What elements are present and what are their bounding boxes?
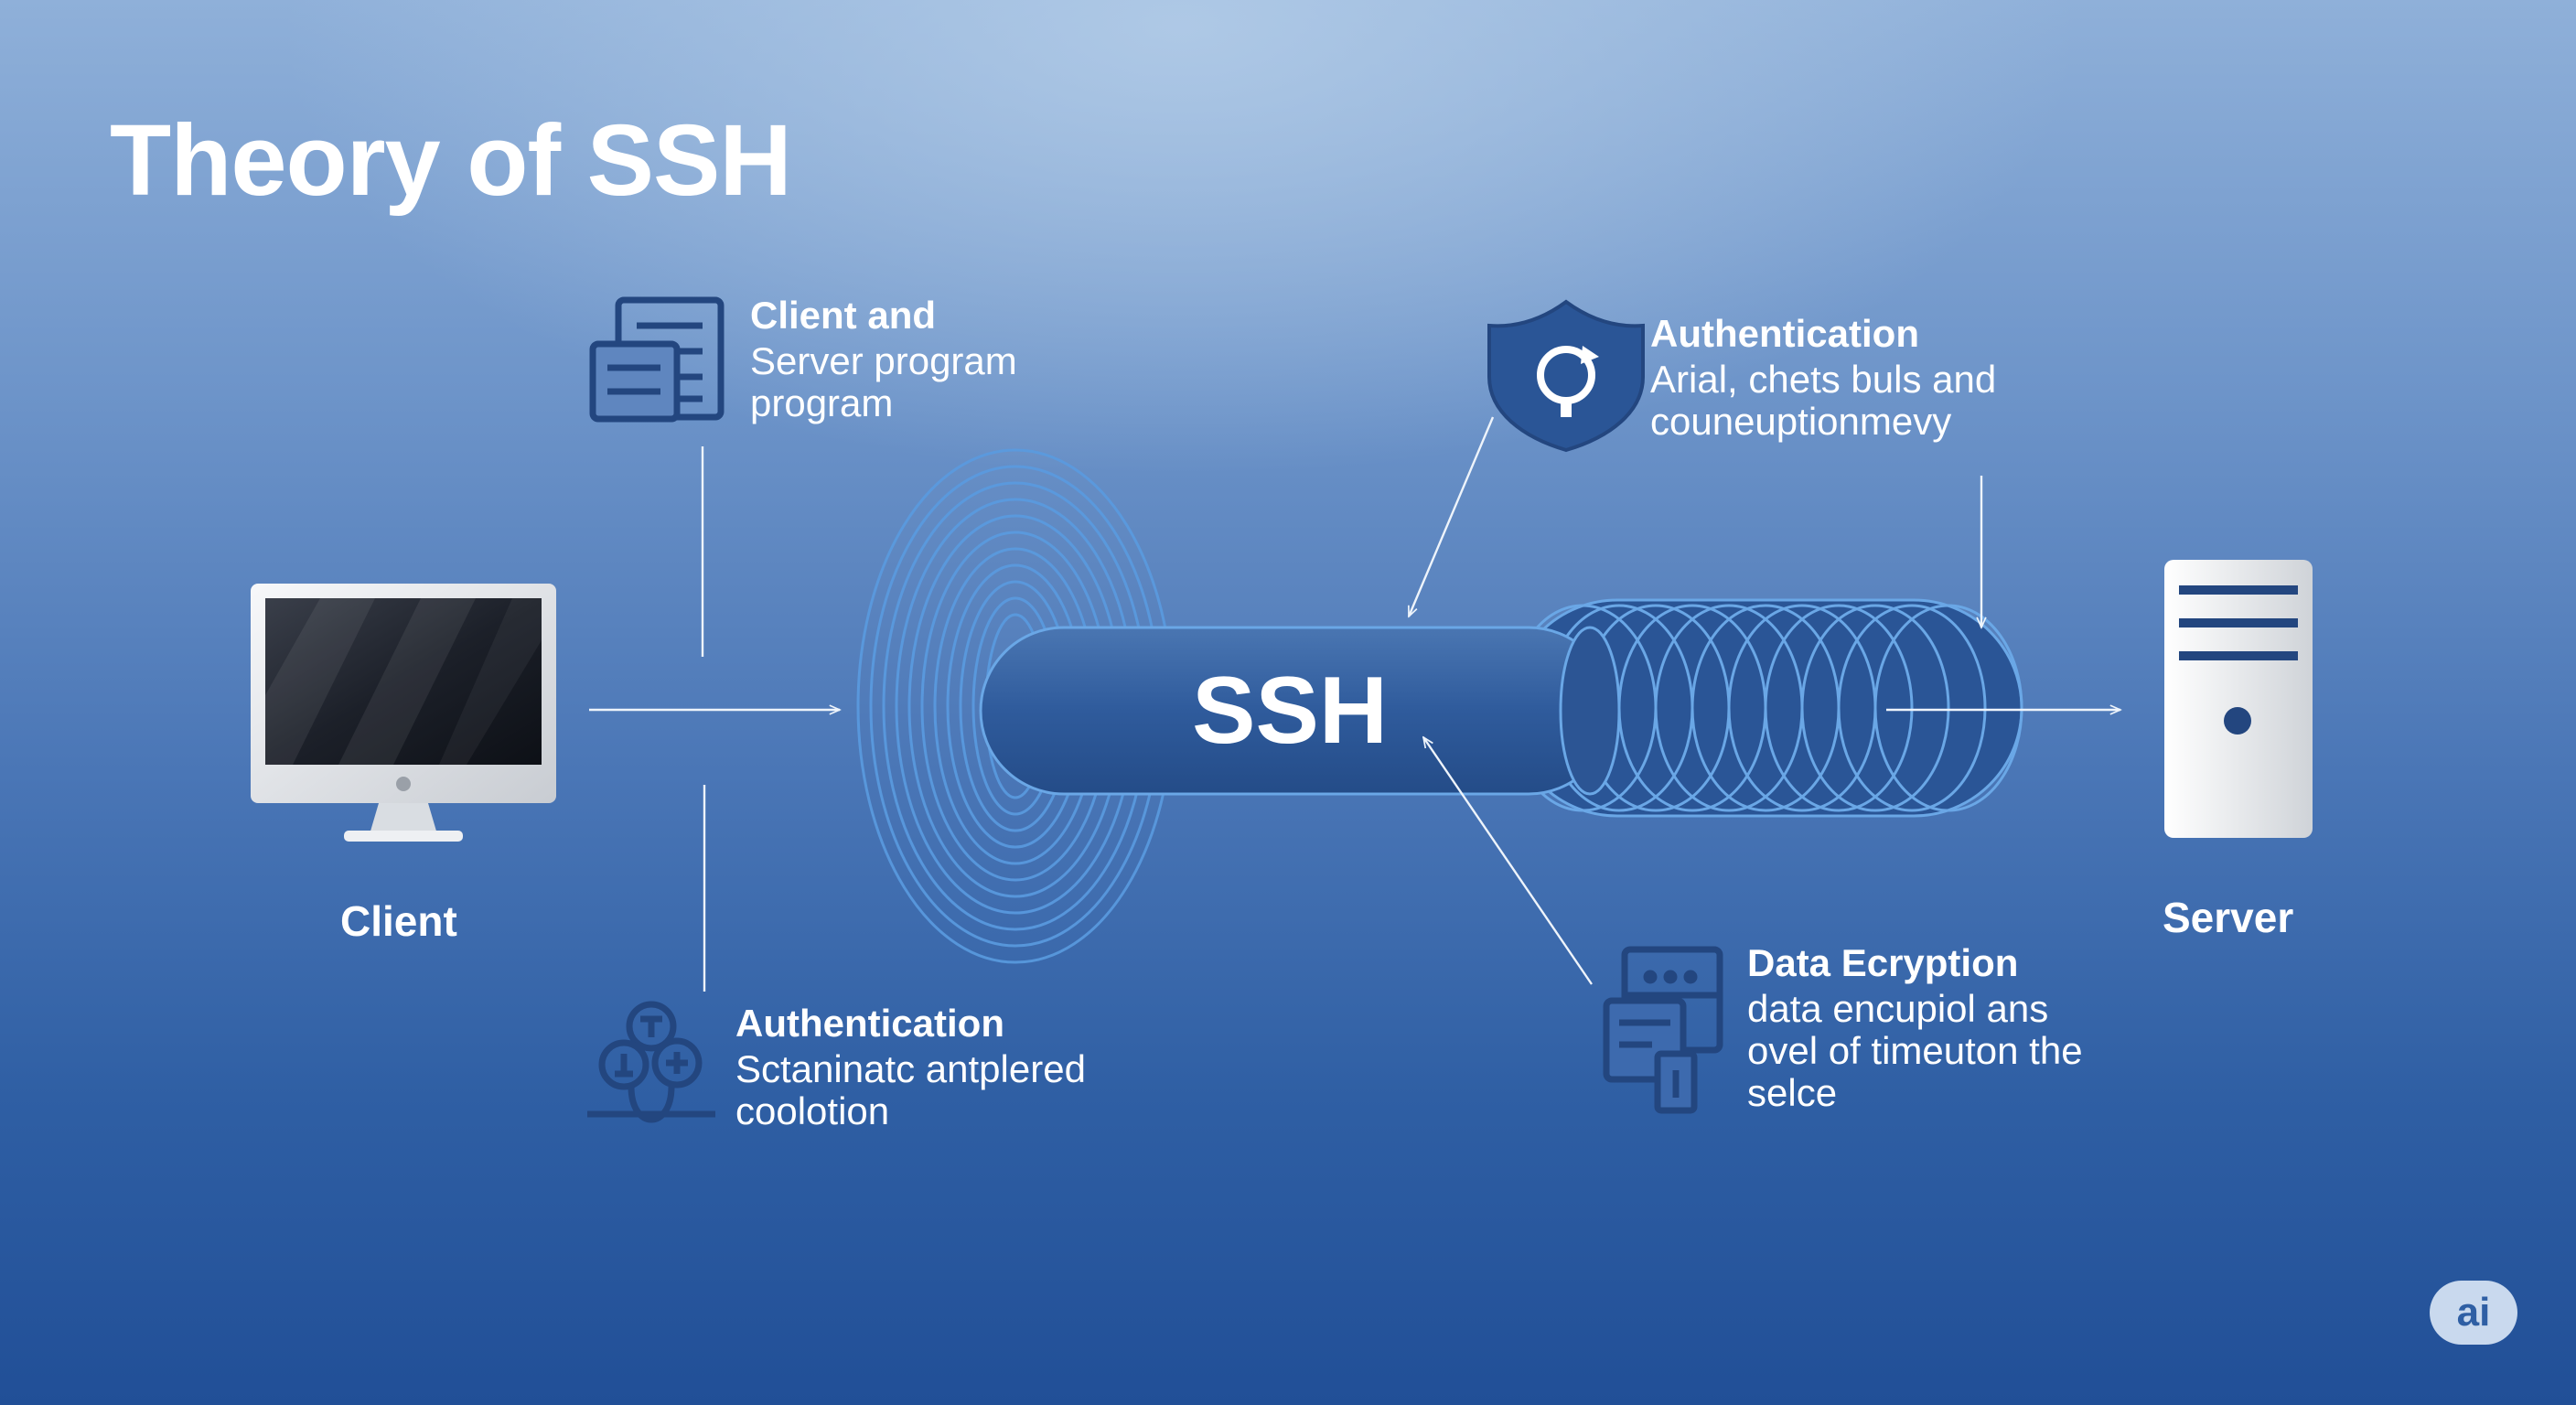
programs-callout-line-2: Server program xyxy=(750,339,1017,382)
server-tower-icon xyxy=(2164,560,2313,838)
ssh-tunnel xyxy=(979,626,1621,796)
programs-callout-line-3: program xyxy=(750,381,894,424)
encryption-line-3: selce xyxy=(1747,1071,1838,1114)
encryption-heading: Data Ecryption xyxy=(1747,941,2019,984)
server-label: Server xyxy=(2163,894,2294,941)
programs-callout: Client and Server program program xyxy=(750,291,1017,424)
auth-top-line-2: couneuptionmevy xyxy=(1650,400,1952,443)
client-label: Client xyxy=(340,897,457,945)
page-title: Theory of SSH xyxy=(110,104,792,217)
connector-lines xyxy=(589,416,2120,992)
tunnel-label: SSH xyxy=(1192,658,1388,764)
keys-icon xyxy=(587,1001,715,1123)
auth-top-line-1: Arial, chets buls and xyxy=(1650,358,1997,401)
tunnel-coil xyxy=(1508,598,2023,818)
auth-bottom-line-1: Sctaninatc antplered xyxy=(735,1047,1086,1090)
encrypted-documents-icon xyxy=(1603,946,1723,1114)
documents-icon xyxy=(589,296,724,423)
encryption-line-2: ovel of timeuton the xyxy=(1747,1029,2083,1072)
auth-top-heading: Authentication xyxy=(1650,312,1919,355)
programs-callout-line-1: Client and xyxy=(750,294,937,337)
auth-top-arrow xyxy=(1407,416,1495,617)
auth-top-callout: Authentication Arial, chets buls and cou… xyxy=(1650,309,1996,443)
auth-bottom-heading: Authentication xyxy=(735,1002,1004,1045)
auth-bottom-line-2: coolotion xyxy=(735,1089,890,1132)
encryption-line-1: data encupiol ans xyxy=(1747,987,2049,1030)
ai-badge: ai xyxy=(2430,1281,2517,1345)
encryption-callout: Data Ecryption data encupiol ans ovel of… xyxy=(1747,938,2083,1114)
auth-bottom-callout: Authentication Sctaninatc antplered cool… xyxy=(735,999,1086,1132)
shield-icon xyxy=(1487,299,1645,453)
monitor-icon xyxy=(251,584,556,842)
encryption-arrow xyxy=(1423,737,1593,985)
